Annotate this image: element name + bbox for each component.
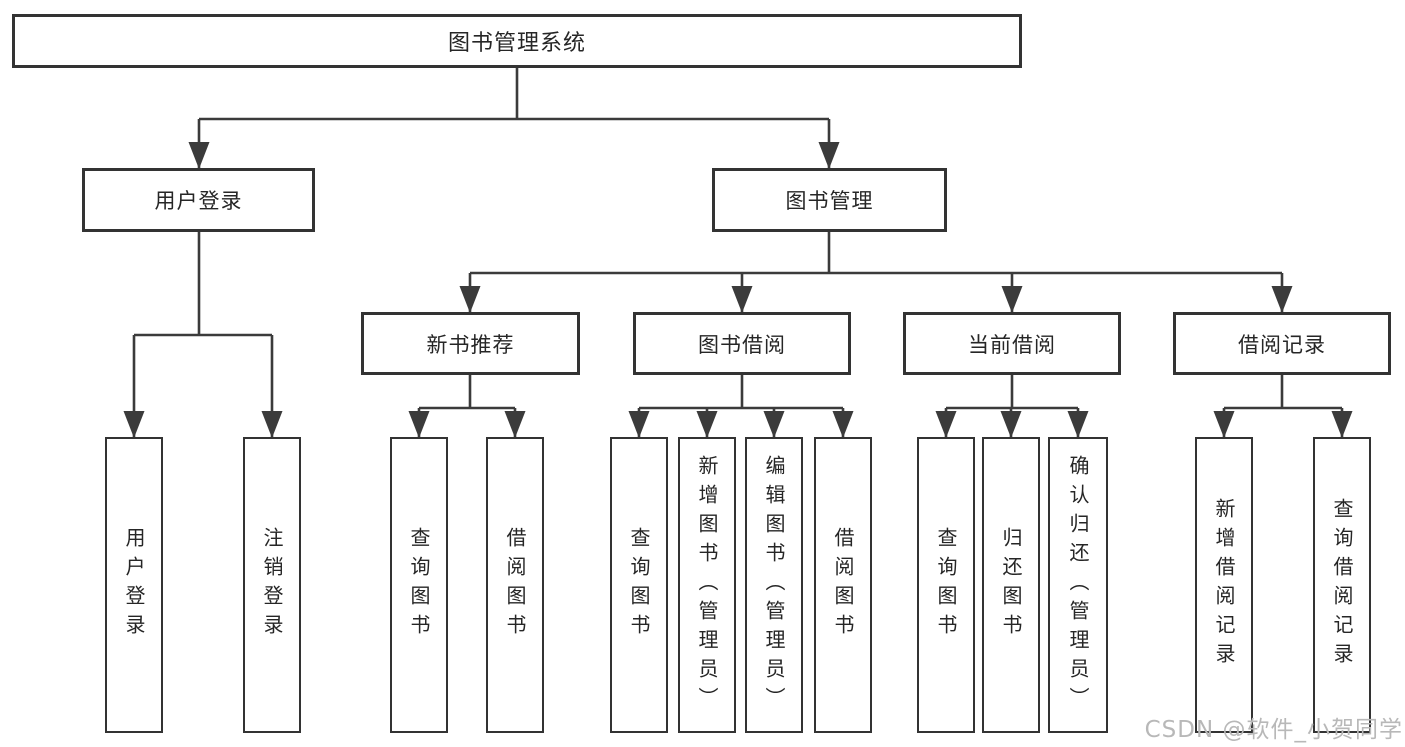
leaf-query-borrow-record: 查询借阅记录 bbox=[1313, 437, 1371, 733]
leaf-label: 查询图书 bbox=[407, 527, 431, 643]
node-book-borrowing: 图书借阅 bbox=[633, 312, 851, 375]
leaf-query-books-borrowing: 查询图书 bbox=[610, 437, 668, 733]
leaf-label: 借阅图书 bbox=[503, 527, 527, 643]
leaf-label: 新增图书（管理员） bbox=[695, 454, 719, 716]
leaf-add-borrow-record: 新增借阅记录 bbox=[1195, 437, 1253, 733]
leaf-label: 归还图书 bbox=[999, 527, 1023, 643]
leaf-borrow-books-recommend: 借阅图书 bbox=[486, 437, 544, 733]
node-borrowing-records: 借阅记录 bbox=[1173, 312, 1391, 375]
node-book-management: 图书管理 bbox=[712, 168, 947, 232]
leaf-label: 查询图书 bbox=[627, 527, 651, 643]
node-user-login: 用户登录 bbox=[82, 168, 315, 232]
leaf-edit-books-admin: 编辑图书（管理员） bbox=[745, 437, 803, 733]
leaf-query-books-recommend: 查询图书 bbox=[390, 437, 448, 733]
leaf-label: 编辑图书（管理员） bbox=[762, 454, 786, 716]
leaf-label: 确认归还（管理员） bbox=[1066, 454, 1090, 716]
leaf-add-books-admin: 新增图书（管理员） bbox=[678, 437, 736, 733]
leaf-label: 查询借阅记录 bbox=[1330, 498, 1354, 672]
leaf-label: 注销登录 bbox=[260, 527, 284, 643]
leaf-user-login: 用户登录 bbox=[105, 437, 163, 733]
csdn-watermark: CSDN @软件_小贺同学 bbox=[1144, 717, 1403, 743]
node-current-borrowing: 当前借阅 bbox=[903, 312, 1121, 375]
leaf-label: 用户登录 bbox=[122, 527, 146, 643]
leaf-borrow-books: 借阅图书 bbox=[814, 437, 872, 733]
node-root: 图书管理系统 bbox=[12, 14, 1022, 68]
leaf-return-books: 归还图书 bbox=[982, 437, 1040, 733]
leaf-label: 查询图书 bbox=[934, 527, 958, 643]
leaf-label: 借阅图书 bbox=[831, 527, 855, 643]
leaf-label: 新增借阅记录 bbox=[1212, 498, 1236, 672]
leaf-confirm-return-admin: 确认归还（管理员） bbox=[1048, 437, 1108, 733]
leaf-query-books-current: 查询图书 bbox=[917, 437, 975, 733]
node-new-book-recommend: 新书推荐 bbox=[361, 312, 580, 375]
leaf-logout: 注销登录 bbox=[243, 437, 301, 733]
